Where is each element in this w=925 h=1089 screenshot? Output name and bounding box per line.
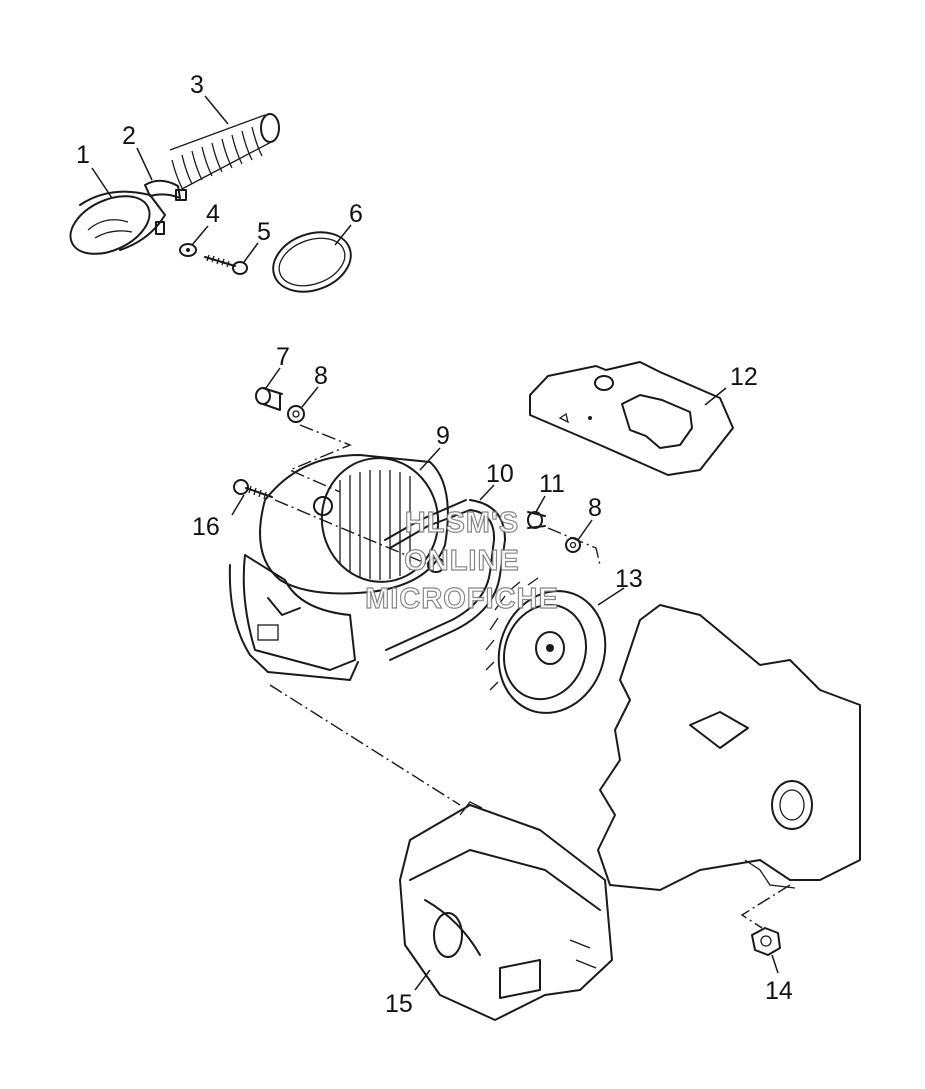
callout-3: 3 — [190, 71, 204, 99]
part-6-gasket-ring — [272, 231, 352, 293]
assembly-lines — [269, 424, 791, 929]
part-8-washer-upper — [287, 405, 305, 423]
part-12-shield-plate — [529, 361, 734, 476]
part-4-washer — [179, 243, 197, 257]
callout-8-lower: 8 — [588, 494, 602, 522]
part-15-blower-housing — [399, 801, 613, 1021]
leader-lines — [91, 95, 779, 991]
part-13-flywheel — [485, 577, 607, 714]
part-3-corrugated-hose — [169, 113, 280, 191]
callout-6: 6 — [349, 200, 363, 228]
callout-10: 10 — [486, 460, 514, 488]
watermark: HLSM'S ONLINE MICROFICHE — [365, 506, 559, 615]
callout-8-upper: 8 — [314, 362, 328, 390]
part-10-tube — [384, 499, 506, 661]
part-5-screw — [204, 254, 248, 275]
callout-7: 7 — [276, 343, 290, 371]
part-14-nut — [751, 927, 781, 956]
callout-9: 9 — [436, 422, 450, 450]
callout-14: 14 — [765, 977, 793, 1005]
part-9-fan-housing — [228, 454, 449, 681]
callout-16: 16 — [192, 513, 220, 541]
watermark-line-1: HLSM'S — [405, 507, 519, 539]
callout-2: 2 — [122, 122, 136, 150]
callout-15: 15 — [385, 990, 413, 1018]
callout-13: 13 — [615, 565, 643, 593]
watermark-line-3: MICROFICHE — [365, 583, 559, 615]
watermark-line-2: ONLINE — [404, 545, 520, 577]
callout-1: 1 — [76, 141, 90, 169]
part-16-screw — [233, 479, 273, 500]
part-7-bolt — [255, 387, 283, 411]
callout-11: 11 — [539, 470, 565, 498]
callout-4: 4 — [206, 200, 220, 228]
part-11-bolt — [527, 511, 546, 529]
callout-labels: 1 2 3 4 5 6 7 8 9 10 11 8 12 13 14 15 16 — [76, 71, 793, 1018]
callout-12: 12 — [730, 363, 758, 391]
callout-5: 5 — [257, 218, 271, 246]
engine-block-outline — [597, 604, 861, 891]
part-2-hose-clamp — [144, 179, 187, 235]
